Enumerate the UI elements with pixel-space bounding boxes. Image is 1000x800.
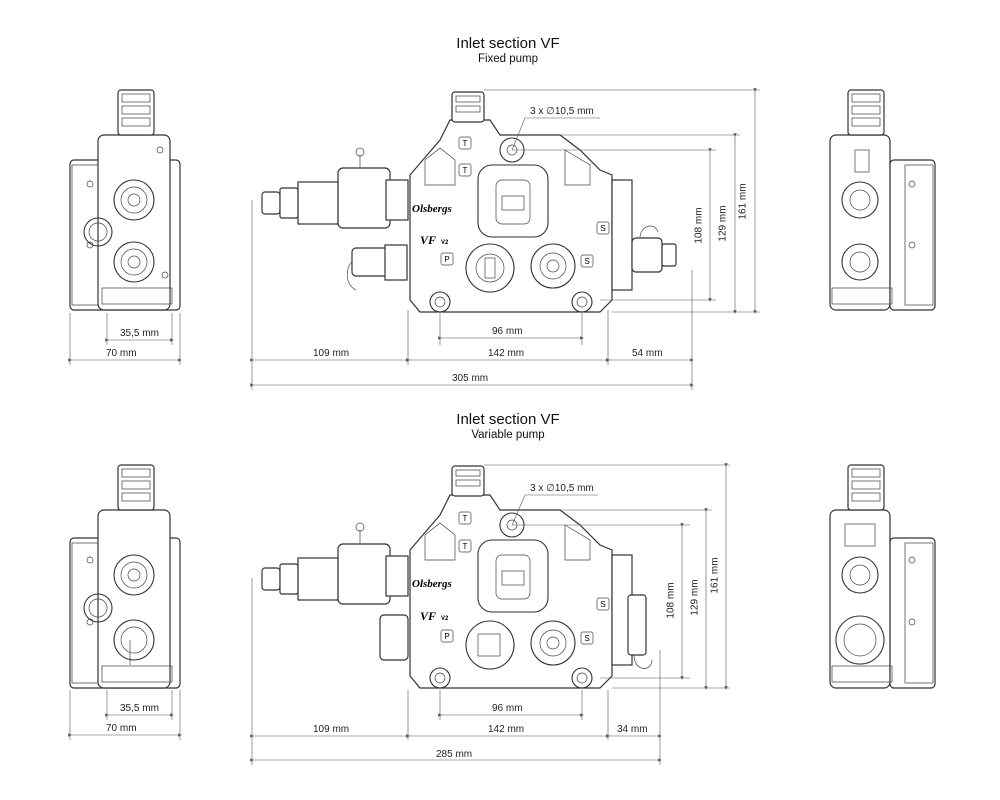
port-label-t: T xyxy=(463,139,468,148)
brand-logo: Olsbergs xyxy=(412,578,452,590)
right-side-view xyxy=(829,89,936,311)
port-label-p: P xyxy=(444,255,449,264)
port-label-s: S xyxy=(600,600,605,609)
dim-side-70: 70 mm xyxy=(106,348,137,359)
dim-height-108: 108 mm xyxy=(693,207,705,244)
dim-total-285: 285 mm xyxy=(436,749,473,760)
model-label: VF xyxy=(420,233,436,247)
dim-height-161: 161 mm xyxy=(709,557,721,594)
model-suffix: V2 xyxy=(441,240,449,246)
dim-side-70: 70 mm xyxy=(106,723,137,734)
dim-inner-96: 96 mm xyxy=(492,703,523,714)
port-label-s: S xyxy=(584,634,589,643)
brand-logo: Olsbergs xyxy=(412,203,452,215)
port-label-s: S xyxy=(600,224,605,233)
front-view xyxy=(261,91,677,313)
hole-callout: 3 x ∅10,5 mm xyxy=(530,106,594,117)
model-suffix: V2 xyxy=(441,616,449,622)
port-label-t: T xyxy=(463,542,468,551)
drawing-subtitle: Fixed pump xyxy=(477,53,539,65)
front-view-dimensions xyxy=(250,88,760,390)
dim-middle-142: 142 mm xyxy=(488,348,525,359)
dim-right-54: 54 mm xyxy=(632,348,663,359)
dim-height-129: 129 mm xyxy=(717,205,729,242)
dim-height-108: 108 mm xyxy=(665,582,677,619)
hole-callout: 3 x ∅10,5 mm xyxy=(530,483,594,494)
left-side-dimensions-2 xyxy=(68,690,182,740)
left-side-dimensions xyxy=(68,313,182,365)
model-label: VF xyxy=(420,609,436,623)
dim-left-109: 109 mm xyxy=(313,348,350,359)
dim-middle-142: 142 mm xyxy=(488,724,525,735)
port-label-s: S xyxy=(584,257,589,266)
dim-total-305: 305 mm xyxy=(452,373,489,384)
drawing-subtitle: Variable pump xyxy=(471,429,545,441)
left-side-view-2 xyxy=(69,464,181,689)
dim-height-129: 129 mm xyxy=(689,579,701,616)
dim-left-109: 109 mm xyxy=(313,724,350,735)
drawing-title: Inlet section VF xyxy=(456,411,560,428)
left-side-view xyxy=(69,89,181,311)
port-label-t: T xyxy=(463,166,468,175)
right-side-view-2 xyxy=(829,464,936,689)
dim-side-35: 35,5 mm xyxy=(120,328,159,339)
front-view-dimensions-2 xyxy=(250,463,730,765)
front-view-2 xyxy=(261,465,653,689)
dim-inner-96: 96 mm xyxy=(492,326,523,337)
dim-height-161: 161 mm xyxy=(737,183,749,220)
drawing-title: Inlet section VF xyxy=(456,35,560,52)
dim-right-34: 34 mm xyxy=(617,724,648,735)
port-label-p: P xyxy=(444,632,449,641)
dim-side-35: 35,5 mm xyxy=(120,703,159,714)
port-label-t: T xyxy=(463,514,468,523)
